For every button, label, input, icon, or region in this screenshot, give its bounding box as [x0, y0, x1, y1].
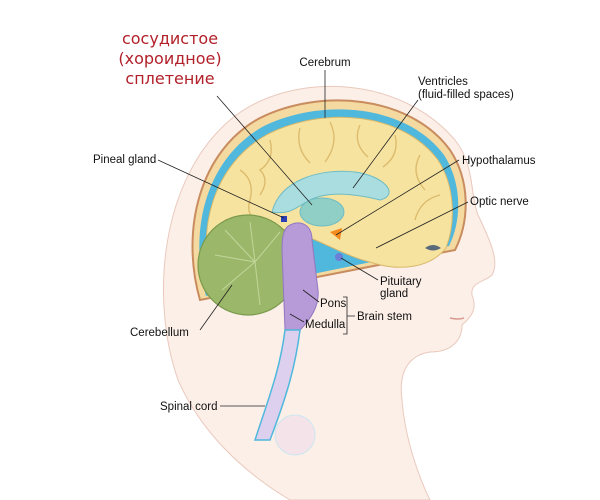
eye — [425, 245, 441, 251]
medulla-label: Medulla — [305, 319, 346, 331]
leader-lines — [157, 70, 469, 407]
pineal-gland-label: Pineal gland — [93, 154, 156, 166]
thalamus — [299, 197, 345, 227]
brainstem-shape — [281, 222, 319, 331]
choroid-plexus-label-line1: сосудистое — [122, 29, 218, 48]
choroid-plexus-label-line2: (хороидное) — [118, 49, 221, 68]
ventricles-note-label: (fluid-filled spaces) — [418, 89, 514, 101]
pituitary-gland-label-line1: Pituitary — [380, 276, 422, 288]
watermark-logo — [274, 414, 316, 456]
cerebellum-folia — [214, 221, 281, 306]
hypothalamus-label: Hypothalamus — [462, 155, 536, 167]
spinal-cord-shape — [253, 329, 301, 441]
spinal-cord-label: Spinal cord — [160, 401, 218, 413]
choroid-plexus-label-line3: сплетение — [125, 69, 214, 88]
ventricles-label: Ventricles — [418, 76, 468, 88]
cerebellum-label: Cerebellum — [130, 327, 189, 339]
pituitary-gland-shape — [335, 253, 343, 261]
pituitary-gland-label-line2: gland — [380, 288, 408, 300]
ventricles-shape — [271, 170, 390, 214]
optic-nerve-label: Optic nerve — [470, 196, 529, 208]
brain-stem-label: Brain stem — [357, 311, 412, 323]
hypothalamus-shape — [330, 228, 342, 240]
cerebrum-label: Cerebrum — [299, 57, 350, 69]
pons-label: Pons — [320, 298, 346, 310]
mouth — [449, 317, 465, 320]
pineal-gland-shape — [281, 216, 287, 222]
